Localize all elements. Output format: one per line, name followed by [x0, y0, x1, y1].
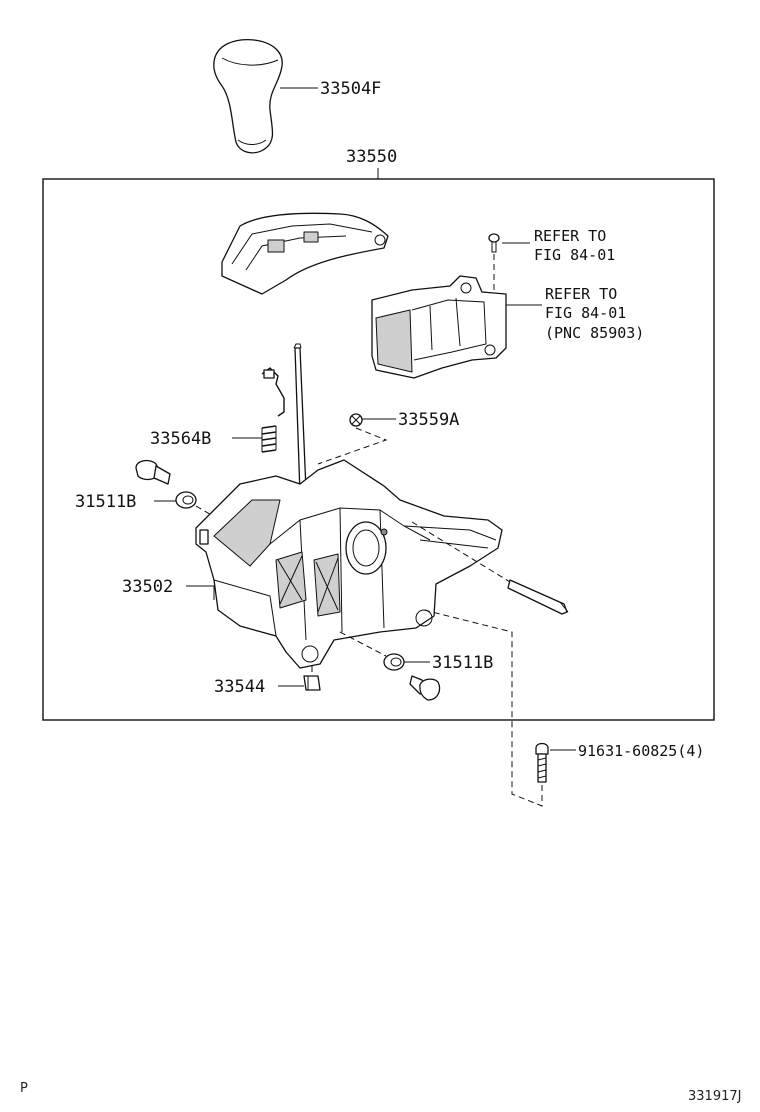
- clip-part: [303, 675, 321, 691]
- shift-housing-part: [195, 459, 503, 669]
- detent-wire-part: [261, 367, 285, 417]
- indicator-cover-part: [221, 212, 389, 295]
- lock-pin-part: [507, 579, 569, 615]
- corner-right-code: 331917J: [688, 1089, 741, 1104]
- label-refer-2-line2: FIG 84-01: [545, 304, 626, 322]
- label-bolt: 91631-60825(4): [578, 742, 704, 760]
- corner-left-code: P: [20, 1081, 28, 1096]
- shift-lever-rod-part: [293, 343, 307, 495]
- spring-part: [261, 425, 277, 453]
- label-knob: 33504F: [320, 79, 381, 99]
- shift-lock-unit-part: [371, 275, 507, 379]
- label-clip: 33544: [214, 677, 265, 697]
- bushing-right-part: [383, 653, 405, 671]
- screw-part: [488, 233, 500, 253]
- bushing-left-part: [175, 491, 197, 509]
- label-refer-2-line1: REFER TO: [545, 285, 617, 303]
- pivot-bolt-right-part: [409, 675, 441, 701]
- washer-part: [349, 413, 363, 427]
- label-spring: 33564B: [150, 429, 211, 449]
- label-washer: 33559A: [398, 410, 459, 430]
- mounting-bolt-part: [535, 742, 549, 783]
- label-assembly: 33550: [346, 147, 397, 167]
- label-bushing-right: 31511B: [432, 653, 493, 673]
- label-refer-2-line3: (PNC 85903): [545, 324, 644, 342]
- label-refer-1-line1: REFER TO: [534, 227, 606, 245]
- label-housing: 33502: [122, 577, 173, 597]
- shift-knob-part: [213, 38, 283, 154]
- pivot-bolt-left-part: [135, 459, 171, 485]
- label-bushing-left: 31511B: [75, 492, 136, 512]
- label-refer-1-line2: FIG 84-01: [534, 246, 615, 264]
